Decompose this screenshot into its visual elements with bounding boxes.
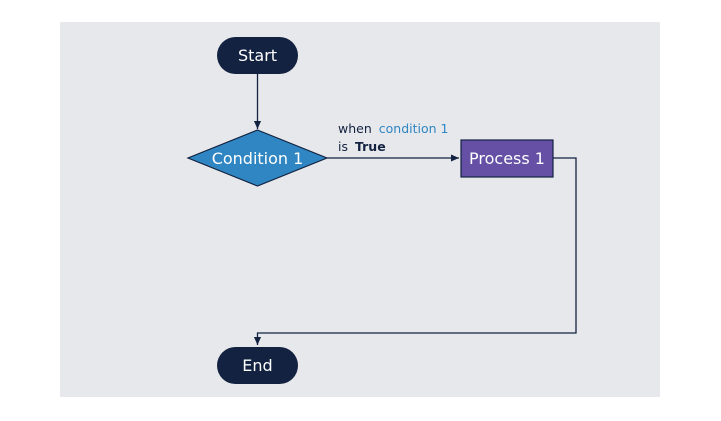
edge-label-line-2: is True bbox=[338, 139, 386, 154]
start-node[interactable]: Start bbox=[217, 37, 298, 74]
process-node-label: Process 1 bbox=[469, 149, 545, 168]
edge-label-is: is bbox=[338, 139, 348, 154]
edge-label-condition-ref: condition 1 bbox=[379, 121, 449, 136]
process-node[interactable]: Process 1 bbox=[460, 139, 554, 178]
condition-node-label: Condition 1 bbox=[212, 149, 304, 168]
edge-label-when: when bbox=[338, 121, 372, 136]
condition-node[interactable]: Condition 1 bbox=[186, 129, 329, 187]
end-node-label: End bbox=[242, 356, 272, 375]
connector-process-to-end bbox=[253, 157, 577, 345]
diagram-canvas bbox=[60, 22, 660, 397]
end-node[interactable]: End bbox=[217, 347, 298, 384]
start-node-label: Start bbox=[238, 46, 277, 65]
edge-label-value: True bbox=[355, 139, 386, 154]
edge-label-line-1: when condition 1 bbox=[338, 121, 448, 136]
